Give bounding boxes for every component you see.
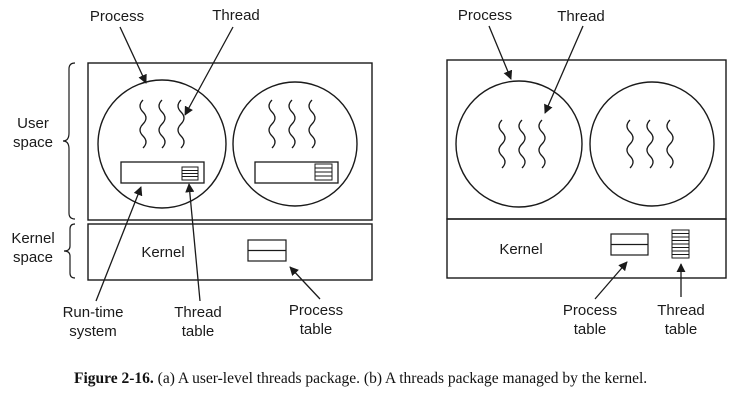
arrow-process-a (119, 26, 147, 84)
process-circle-a1 (97, 79, 227, 209)
threads-diagram: Process Thread User space Kernel space K… (11, 7, 727, 340)
process-circle-b2 (589, 81, 715, 207)
arrow-thread-b (544, 25, 584, 114)
runtime-system-box-2 (254, 161, 339, 184)
user-space-box-a (87, 62, 373, 221)
label-thread-b: Thread (557, 8, 605, 25)
process-circle-a2 (232, 81, 358, 207)
label-process-table-b-1: Process (563, 302, 617, 319)
label-thread-table-b-2: table (665, 321, 698, 338)
label-thread-table-a-1: Thread (174, 304, 222, 321)
thread-table-icon-1 (181, 166, 199, 181)
label-kernel-space-1: Kernel (11, 230, 54, 247)
thread-squiggles-a2 (268, 99, 316, 149)
kernel-space-box-a (87, 223, 373, 281)
label-runtime-1: Run-time (63, 304, 124, 321)
label-process-table-a-2: table (300, 321, 333, 338)
user-space-box-b (446, 59, 727, 220)
label-thread-table-b-1: Thread (657, 302, 705, 319)
label-user-space-1: User (17, 115, 49, 132)
label-thread-table-a-2: table (182, 323, 215, 340)
process-table-icon-b (610, 233, 649, 256)
figure-number: Figure 2-16. (74, 370, 154, 387)
thread-table-icon-2 (314, 163, 333, 181)
label-runtime-2: system (69, 323, 117, 340)
diagram-a: Process Thread User space Kernel space K… (11, 7, 373, 340)
diagram-b: Process Thread Kernel Process table Thre… (446, 7, 727, 338)
arrow-process-b (488, 25, 513, 80)
label-process-a: Process (90, 8, 144, 25)
thread-squiggles-a1 (139, 99, 185, 149)
thread-table-icon-b (671, 229, 690, 259)
label-user-space-2: space (13, 134, 53, 151)
arrow-runtime-system (95, 186, 143, 302)
label-process-table-b-2: table (574, 321, 607, 338)
kernel-space-box-b (446, 218, 727, 279)
arrow-process-table-b (594, 261, 628, 300)
label-kernel-b: Kernel (499, 241, 542, 258)
kernel-space-brace (63, 223, 76, 279)
thread-squiggles-b1 (498, 119, 546, 169)
figure-caption: Figure 2-16. (a) A user-level threads pa… (74, 369, 694, 389)
process-circle-b1 (455, 80, 583, 208)
label-kernel-space-2: space (13, 249, 53, 266)
runtime-system-box-1 (120, 161, 205, 184)
arrow-process-table-a (289, 266, 321, 300)
process-table-icon-a (247, 239, 287, 262)
arrow-thread-table-a (185, 183, 201, 302)
label-process-table-a-1: Process (289, 302, 343, 319)
thread-squiggles-b2 (626, 119, 674, 169)
user-space-brace (62, 62, 76, 220)
label-process-b: Process (458, 7, 512, 24)
label-thread-a: Thread (212, 7, 260, 24)
label-kernel-a: Kernel (141, 244, 184, 261)
figure-caption-text: (a) A user-level threads package. (b) A … (157, 370, 648, 387)
arrow-thread-a (184, 26, 234, 116)
